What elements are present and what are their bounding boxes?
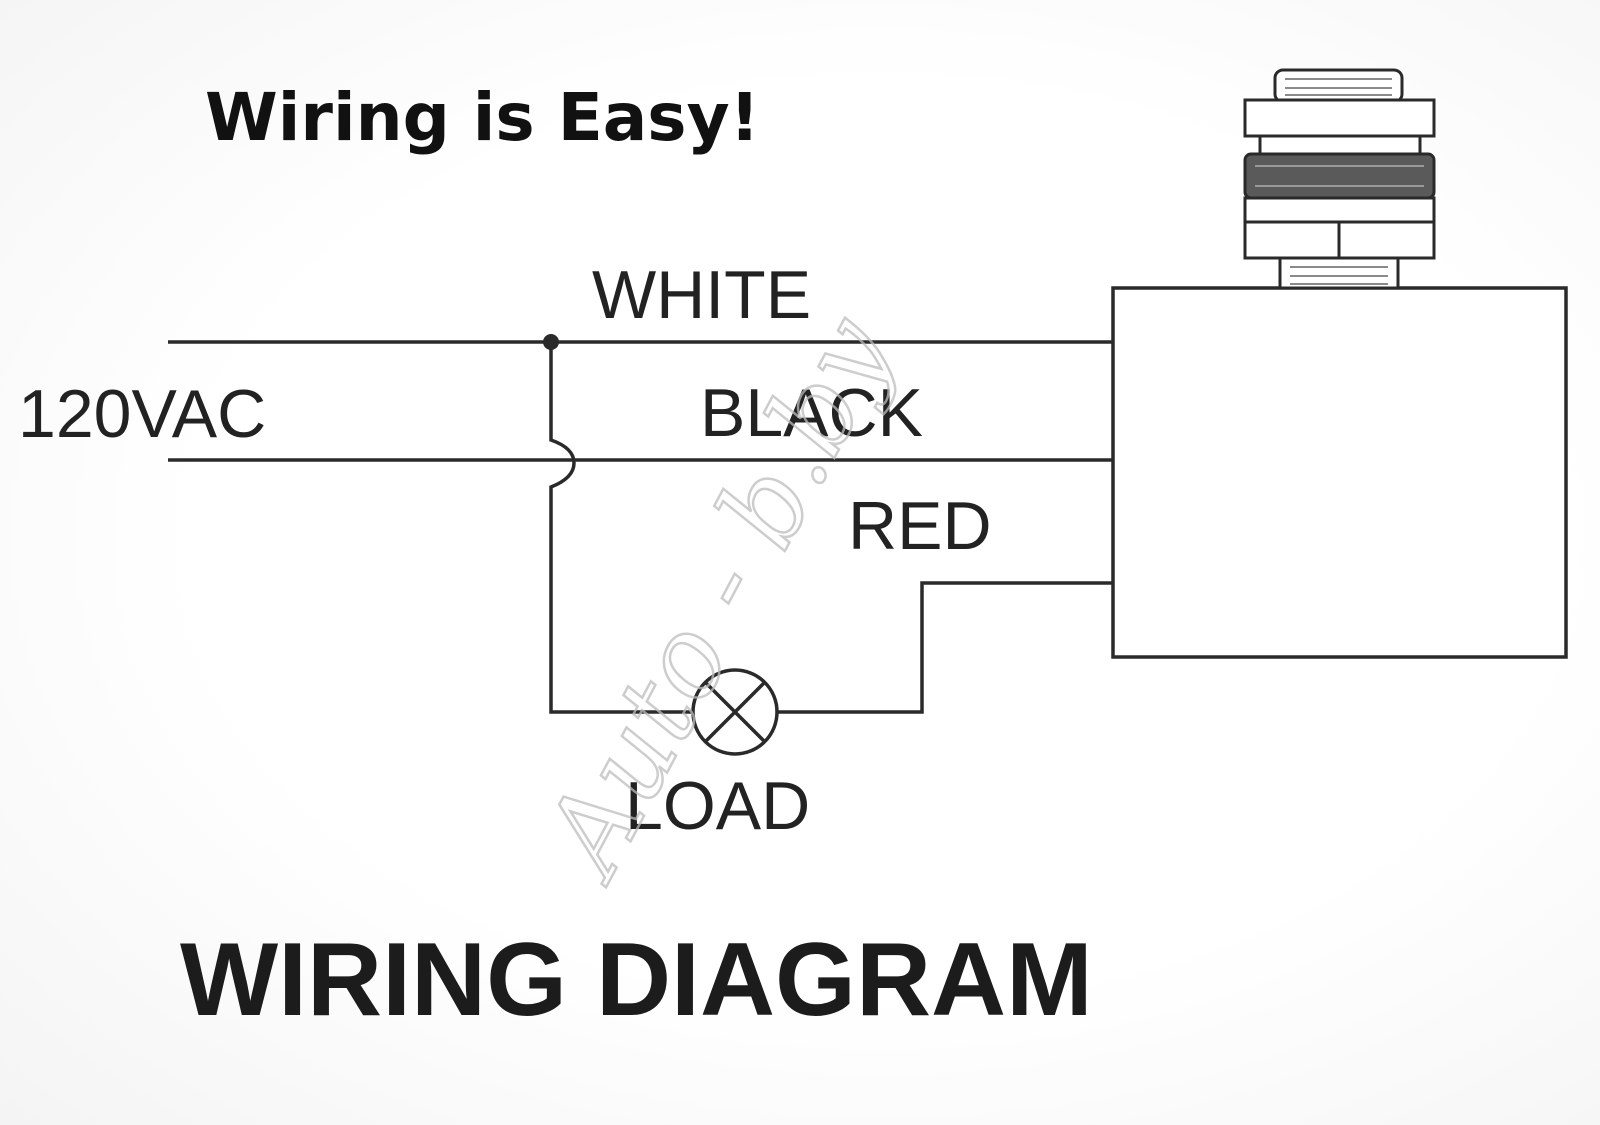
load-label: LOAD: [625, 768, 810, 844]
wire-label-white: WHITE: [592, 257, 811, 333]
threaded-stem-icon: [1243, 68, 1436, 290]
load-neutral-wire: [549, 342, 693, 714]
footer-title: WIRING DIAGRAM: [180, 922, 1093, 1038]
heading: Wiring is Easy!: [205, 79, 760, 156]
photocontrol-box: [1111, 286, 1568, 659]
wire-label-red: RED: [848, 488, 992, 564]
wire-label-black: BLACK: [700, 375, 923, 451]
lamp-icon: [691, 668, 779, 756]
red-wire: [777, 581, 1113, 714]
supply-label: 120VAC: [18, 376, 266, 452]
